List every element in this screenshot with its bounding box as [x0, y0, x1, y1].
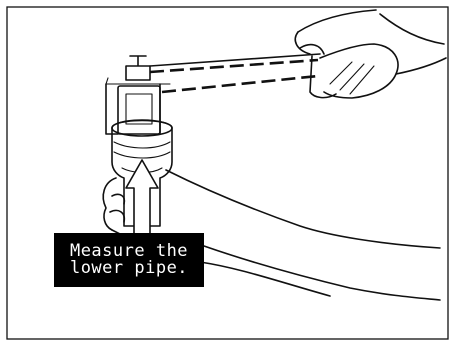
- callout-line-2: lower pipe.: [54, 260, 204, 277]
- lower-hand: [103, 178, 124, 234]
- caliper-beam: [150, 54, 320, 92]
- callout-label: Measure the lower pipe.: [54, 233, 204, 287]
- caliper-tool: [106, 56, 170, 134]
- lower-forearm: [166, 170, 440, 300]
- figure-border: [7, 7, 448, 339]
